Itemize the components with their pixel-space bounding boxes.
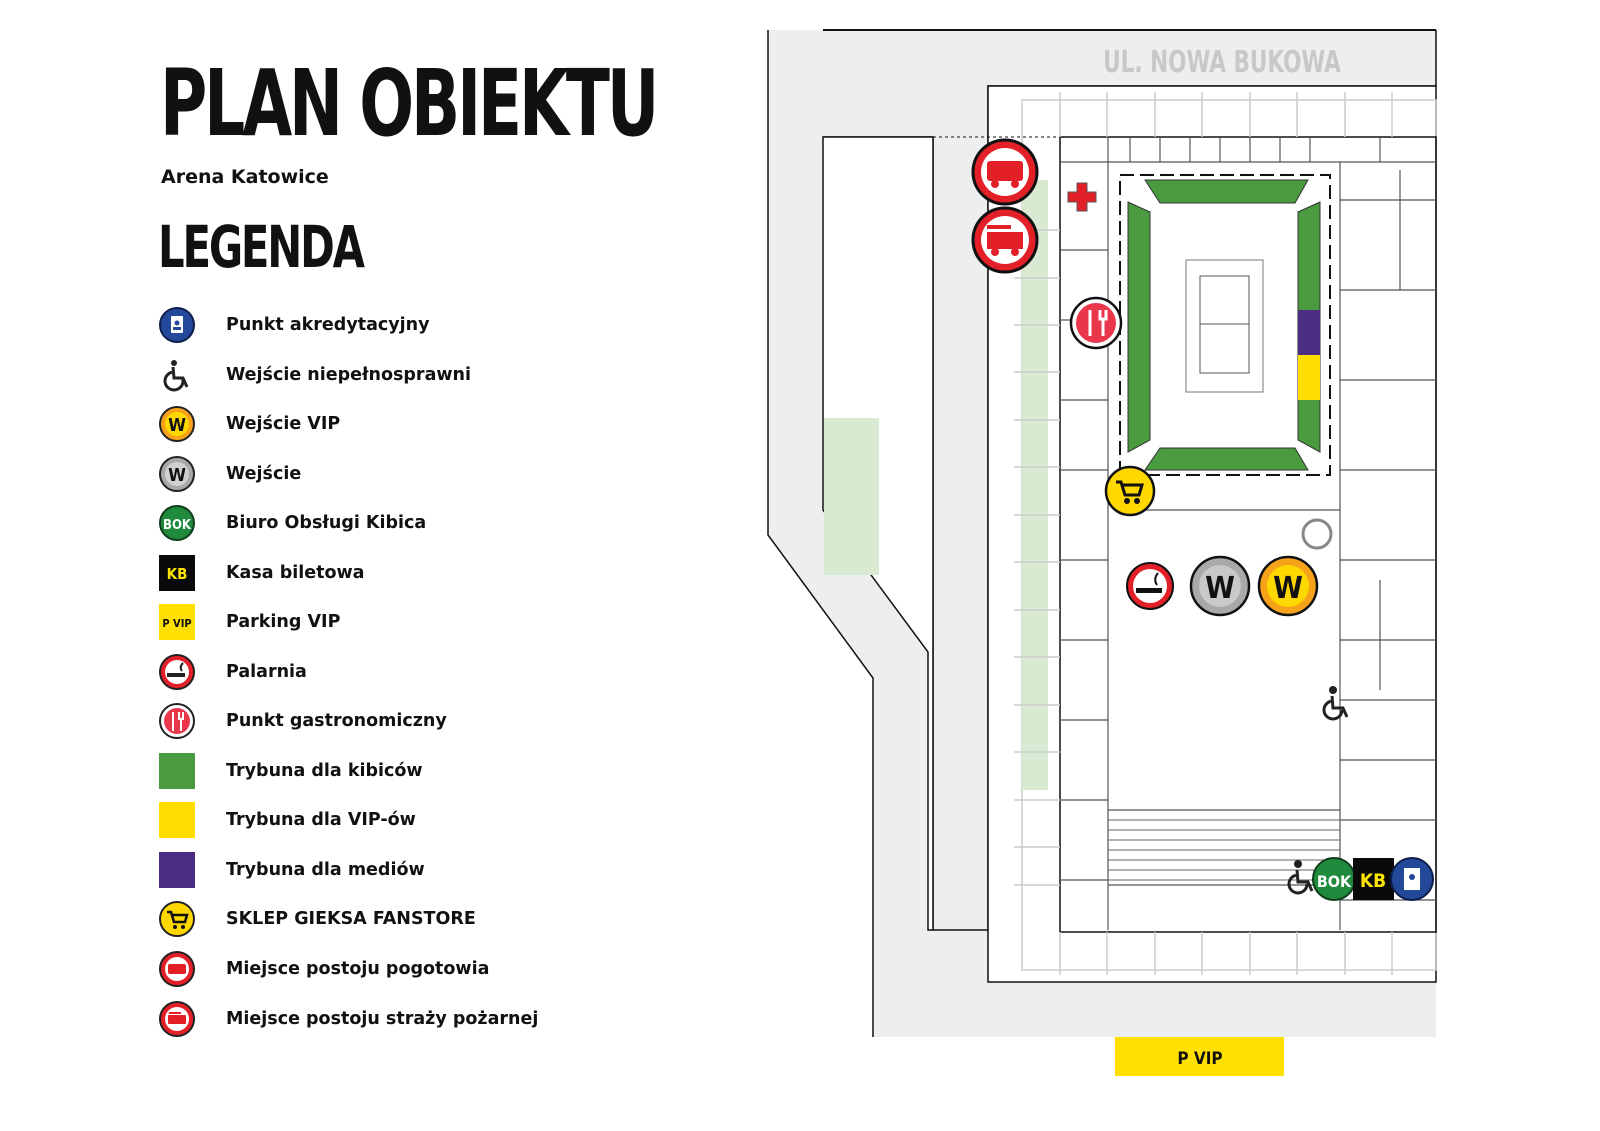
entrance-marker[interactable]: W xyxy=(1189,555,1251,617)
kb-glyph: KB xyxy=(1360,870,1386,892)
vip-parking-icon: P VIP xyxy=(158,603,196,641)
legend-label: Wejście xyxy=(226,464,302,484)
legend-item-shop: SKLEP GIEKSA FANSTORE xyxy=(158,899,476,939)
entrance-glyph: W xyxy=(1205,571,1235,606)
rooms xyxy=(1060,137,1436,930)
fire-truck-marker[interactable] xyxy=(971,206,1039,274)
stand-south xyxy=(1144,447,1309,471)
media-stand-swatch xyxy=(158,851,196,889)
ambulance-marker[interactable] xyxy=(971,138,1039,206)
page-title: PLAN OBIEKTU xyxy=(160,50,659,157)
legend-item-food: Punkt gastronomiczny xyxy=(158,701,447,741)
wheelchair-marker[interactable] xyxy=(1287,860,1314,895)
venue-name: Arena Katowice xyxy=(161,166,329,188)
inner-building xyxy=(1059,136,1437,933)
legend-label: Punkt gastronomiczny xyxy=(226,711,447,731)
shop-cart-icon xyxy=(158,900,196,938)
accreditation-icon xyxy=(158,306,196,344)
entrance-icon: W xyxy=(158,455,196,493)
vip-entrance-marker[interactable]: W xyxy=(1257,555,1319,617)
wheelchair-marker[interactable] xyxy=(1322,686,1349,721)
legend-label: Miejsce postoju pogotowia xyxy=(226,959,490,979)
vip-entrance-glyph: W xyxy=(1273,571,1303,606)
legend-item-fire-truck: Miejsce postoju straży pożarnej xyxy=(158,999,538,1039)
ticket-office-icon: KB xyxy=(158,554,196,592)
stand-north xyxy=(1144,179,1309,204)
glyph: KB xyxy=(167,565,188,583)
green-area xyxy=(824,418,879,575)
legend-item-ambulance: Miejsce postoju pogotowia xyxy=(158,949,489,989)
outer-grid xyxy=(1014,92,1393,975)
legend-item-wheelchair: Wejście niepełnosprawni xyxy=(158,355,471,395)
glyph: P VIP xyxy=(162,617,191,630)
food-point-marker[interactable] xyxy=(1069,296,1123,350)
legend-label: Trybuna dla mediów xyxy=(226,860,425,880)
legend-item-bok: BOK Biuro Obsługi Kibica xyxy=(158,503,426,543)
legend-label: Trybuna dla kibiców xyxy=(226,761,423,781)
legend-item-media-stand: Trybuna dla mediów xyxy=(158,850,425,890)
court-outer xyxy=(1185,259,1264,393)
bok-marker[interactable]: BOK xyxy=(1312,857,1356,901)
legend-label: Parking VIP xyxy=(226,612,341,632)
vip-stand xyxy=(1298,355,1320,400)
legend-item-vip-parking: P VIP Parking VIP xyxy=(158,602,340,642)
shop-marker[interactable] xyxy=(1104,465,1156,517)
glyph: W xyxy=(168,465,186,486)
first-aid-icon xyxy=(1067,182,1097,212)
glyph: W xyxy=(168,415,186,436)
stairs-spiral xyxy=(1301,518,1333,550)
fire-truck-icon xyxy=(158,1000,196,1038)
legend-item-vip-stand: Trybuna dla VIP-ów xyxy=(158,800,416,840)
legend-label: Biuro Obsługi Kibica xyxy=(226,513,427,533)
legend-label: Trybuna dla VIP-ów xyxy=(226,810,416,830)
legend-label: SKLEP GIEKSA FANSTORE xyxy=(226,909,476,929)
media-stand xyxy=(1298,310,1320,355)
stand-west xyxy=(1127,201,1151,453)
legend-label: Punkt akredytacyjny xyxy=(226,315,430,335)
arena-bowl xyxy=(1119,174,1331,476)
smoking-area-icon xyxy=(158,653,196,691)
legend-label: Kasa biletowa xyxy=(226,563,365,583)
vip-parking[interactable]: P VIP xyxy=(1115,1037,1284,1076)
legend-title: LEGENDA xyxy=(158,213,365,281)
legend-item-accreditation: Punkt akredytacyjny xyxy=(158,305,430,345)
legend-label: Miejsce postoju straży pożarnej xyxy=(226,1009,539,1029)
ticket-office-marker[interactable]: KB xyxy=(1353,858,1394,900)
road-edge xyxy=(767,30,874,1037)
food-point-icon xyxy=(158,702,196,740)
legend-item-entrance: W Wejście xyxy=(158,454,301,494)
ambulance-icon xyxy=(158,950,196,988)
legend-label: Palarnia xyxy=(226,662,307,682)
bok-glyph: BOK xyxy=(1317,872,1352,891)
legend-label: Wejście VIP xyxy=(226,414,341,434)
accreditation-marker[interactable] xyxy=(1390,857,1434,901)
legend-item-vip-entrance: W Wejście VIP xyxy=(158,404,340,444)
legend-item-smoking: Palarnia xyxy=(158,652,307,692)
vip-entrance-icon: W xyxy=(158,405,196,443)
vip-stand-swatch xyxy=(158,801,196,839)
fan-stand-swatch xyxy=(158,752,196,790)
legend-item-kb: KB Kasa biletowa xyxy=(158,553,364,593)
legend-item-fan-stand: Trybuna dla kibiców xyxy=(158,751,423,791)
wheelchair-icon xyxy=(158,356,196,394)
grandstand-steps xyxy=(1108,819,1340,881)
smoking-marker[interactable] xyxy=(1126,562,1174,610)
legend-label: Wejście niepełnosprawni xyxy=(226,365,471,385)
glyph: BOK xyxy=(163,518,192,533)
green-walkway xyxy=(1022,180,1048,790)
vip-parking-label: P VIP xyxy=(1177,1049,1222,1069)
street-label: UL. NOWA BUKOWA xyxy=(1103,45,1341,79)
fan-service-office-icon: BOK xyxy=(158,504,196,542)
